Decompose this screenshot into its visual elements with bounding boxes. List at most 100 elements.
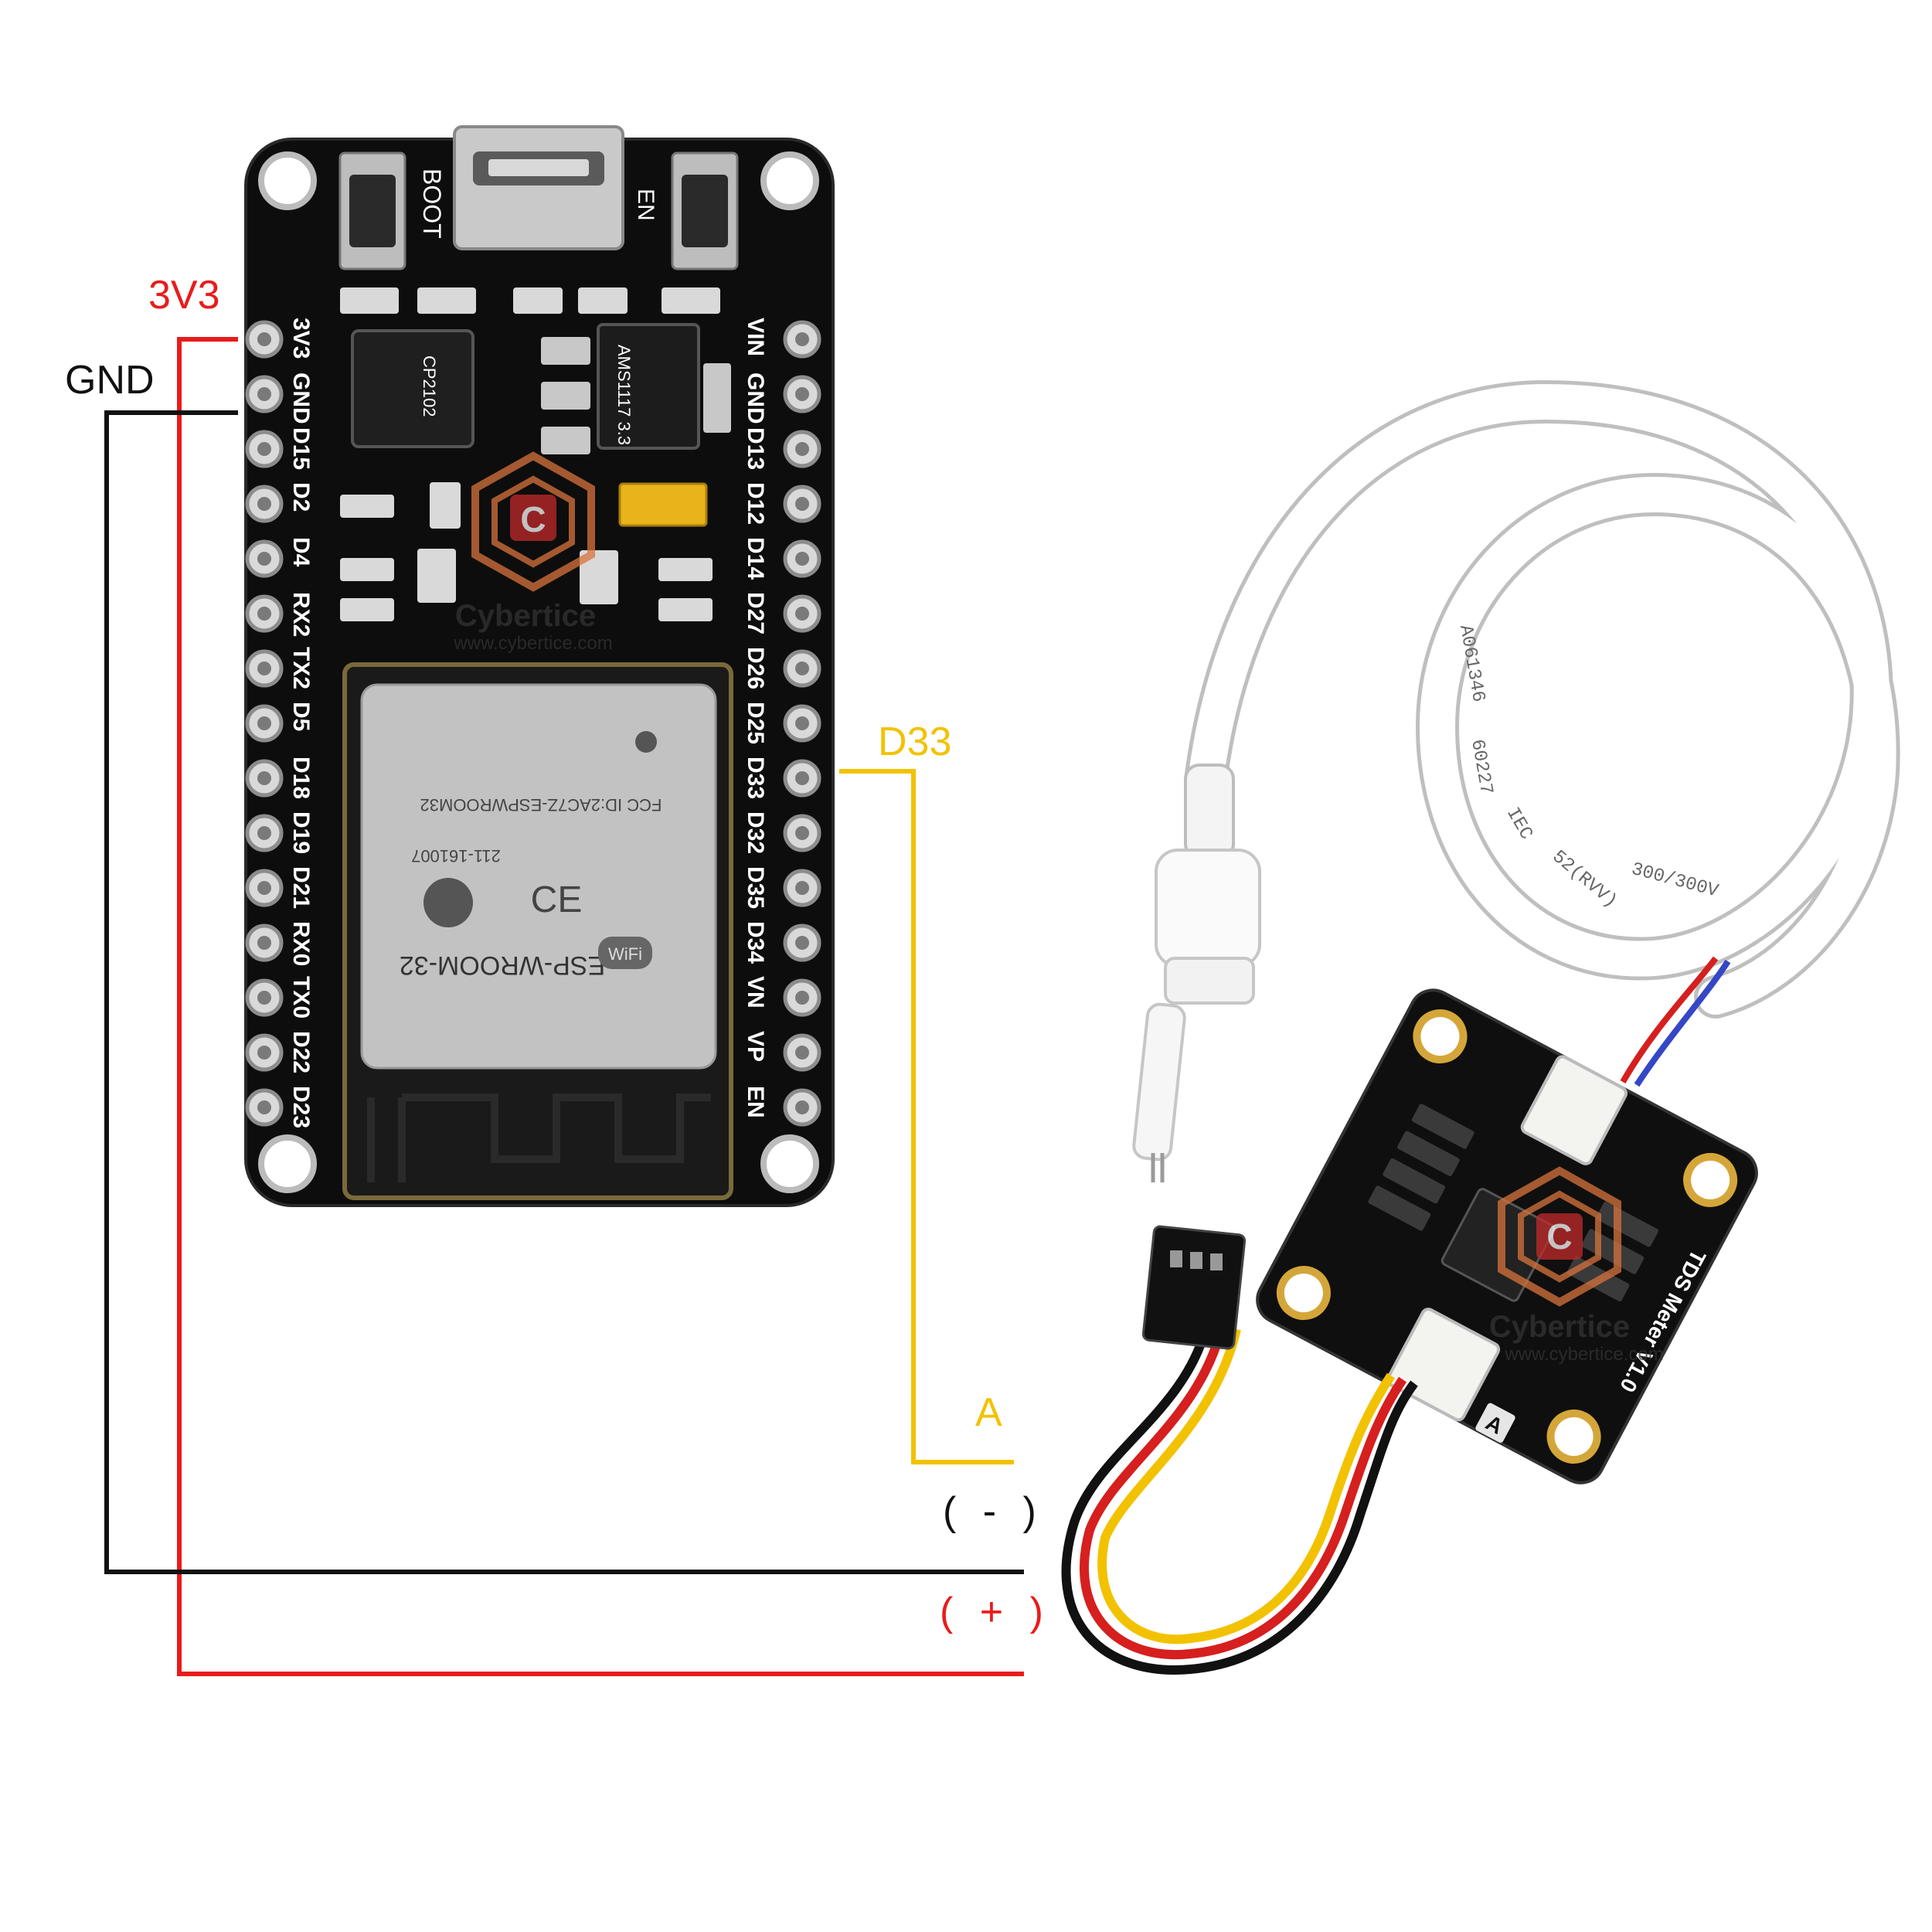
left-pin-label: D22 [288, 1031, 314, 1073]
label-minus: ( - ) [943, 1489, 1044, 1534]
voltage-regulator: AMS1117 3.3 [541, 323, 731, 454]
espressif-logo-icon [423, 878, 473, 927]
left-pin-hole [257, 1046, 271, 1060]
cable-print-2: 60227 [1466, 738, 1496, 797]
cybertice-watermark: C Cybertice www.cybertice.com [453, 451, 613, 654]
right-pin-header: VINGNDD13D12D14D27D26D25D33D32D35D34VNVP… [743, 318, 821, 1127]
left-pin-hole [257, 716, 271, 730]
smd-components [340, 287, 720, 314]
esp-wroom-32-module: FCC ID:2AC7Z-ESPWROOM32 211-161007 CE ES… [342, 662, 733, 1200]
left-pin-hole [257, 497, 271, 511]
esp32-board: BOOT EN CP2102 AMS1117 3.3 [244, 125, 835, 1207]
regulator-label: AMS1117 3.3 [614, 345, 634, 445]
right-pin-hole [795, 771, 809, 785]
right-pin-hole [795, 716, 809, 730]
left-pin-label: D15 [288, 427, 314, 470]
left-pin-hole [257, 771, 271, 785]
signal-connector [1386, 1308, 1501, 1422]
watermark-url: www.cybertice.com [453, 633, 612, 654]
left-pin-label: GND [288, 372, 314, 424]
module-cert-label: 211-161007 [411, 846, 501, 866]
watermark-name: Cybertice [455, 599, 596, 633]
pcb-antenna [367, 1094, 711, 1182]
boot-label: BOOT [418, 168, 446, 239]
right-pin-label: D35 [743, 866, 768, 909]
svg-text:C: C [520, 499, 546, 539]
right-pin-label: D32 [743, 811, 768, 854]
left-pin-label: D4 [288, 537, 314, 567]
left-pin-label: RX0 [288, 921, 314, 966]
right-pin-hole [795, 442, 809, 456]
right-pin-hole [795, 497, 809, 511]
left-pin-label: D23 [288, 1086, 314, 1128]
left-pin-header: 3V3GNDD15D2D4RX2TX2D5D18D19D21RX0TX0D22D… [245, 318, 314, 1128]
left-pin-hole [257, 936, 271, 950]
right-pin-label: D14 [743, 537, 768, 580]
label-3v3: 3V3 [148, 273, 220, 318]
right-pin-label: VN [743, 976, 768, 1009]
left-pin-label: D19 [288, 811, 314, 854]
right-pin-hole [795, 826, 809, 840]
wire-d33 [839, 769, 1014, 1464]
module-name-label: ESP-WROOM-32 [400, 951, 605, 980]
right-pin-hole [795, 1046, 809, 1060]
left-pin-hole [257, 442, 271, 456]
mounting-hole [1276, 1266, 1331, 1321]
left-pin-hole [257, 552, 271, 566]
usb-uart-chip: CP2102 [351, 329, 474, 448]
probe-wire-blue [1634, 959, 1731, 1087]
mounting-hole [258, 151, 317, 210]
left-pin-hole [257, 387, 271, 401]
left-pin-label: D2 [288, 482, 314, 512]
left-pin-hole [257, 607, 271, 621]
usb-chip-label: CP2102 [420, 355, 439, 417]
left-pin-hole [257, 662, 271, 675]
tds-meter-module: A TDS Meter V1.0 [1256, 988, 1758, 1485]
cable-print-4: 52(RVV) [1548, 846, 1621, 912]
left-pin-hole [257, 332, 271, 346]
right-pin-label: D33 [743, 757, 768, 799]
right-pin-label: D34 [743, 921, 768, 964]
right-pin-hole [795, 387, 809, 401]
label-a: A [975, 1390, 1002, 1435]
cable-print-3: IEC [1502, 804, 1536, 844]
mounting-hole [1683, 1152, 1738, 1207]
left-pin-hole [257, 991, 271, 1005]
en-button [671, 151, 739, 270]
tds-probe: A061346 60227 IEC 52(RVV) 300/300V [1132, 379, 1900, 1182]
right-pin-hole [795, 332, 809, 346]
left-pin-hole [257, 881, 271, 895]
right-pin-hole [795, 936, 809, 950]
cybertice-watermark: C Cybertice www.cybertice.com [1489, 1166, 1664, 1365]
left-pin-label: D21 [288, 866, 314, 909]
probe-body [1132, 764, 1261, 1182]
dupont-connector [1141, 1225, 1247, 1350]
mounting-hole [760, 151, 819, 210]
left-pin-label: RX2 [288, 592, 314, 637]
mounting-hole [1413, 1009, 1468, 1064]
module-fcc-label: FCC ID:2AC7Z-ESPWROOM32 [420, 795, 662, 815]
svg-text:C: C [1546, 1216, 1572, 1257]
wire-gnd [104, 410, 1024, 1574]
right-pin-label: VP [743, 1031, 768, 1062]
right-pin-hole [795, 552, 809, 566]
watermark-name: Cybertice [1489, 1310, 1630, 1344]
right-pin-hole [795, 1100, 809, 1114]
right-pin-label: D25 [743, 702, 768, 744]
right-pin-label: D27 [743, 592, 768, 634]
label-plus: ( + ) [940, 1590, 1051, 1634]
probe-wire-red [1620, 956, 1719, 1083]
left-pin-label: TX2 [288, 647, 314, 689]
mounting-hole [1546, 1409, 1601, 1464]
cable-print-5: 300/300V [1629, 859, 1721, 903]
jumper-cable [1061, 1225, 1418, 1675]
right-pin-label: D13 [743, 427, 768, 470]
mounting-hole [760, 1134, 819, 1193]
right-pin-label: GND [743, 372, 768, 424]
label-gnd: GND [65, 358, 155, 403]
right-pin-label: D12 [743, 482, 768, 525]
left-pin-hole [257, 826, 271, 840]
left-pin-label: TX0 [288, 976, 314, 1019]
right-pin-label: VIN [743, 318, 768, 356]
label-d33: D33 [878, 719, 952, 764]
